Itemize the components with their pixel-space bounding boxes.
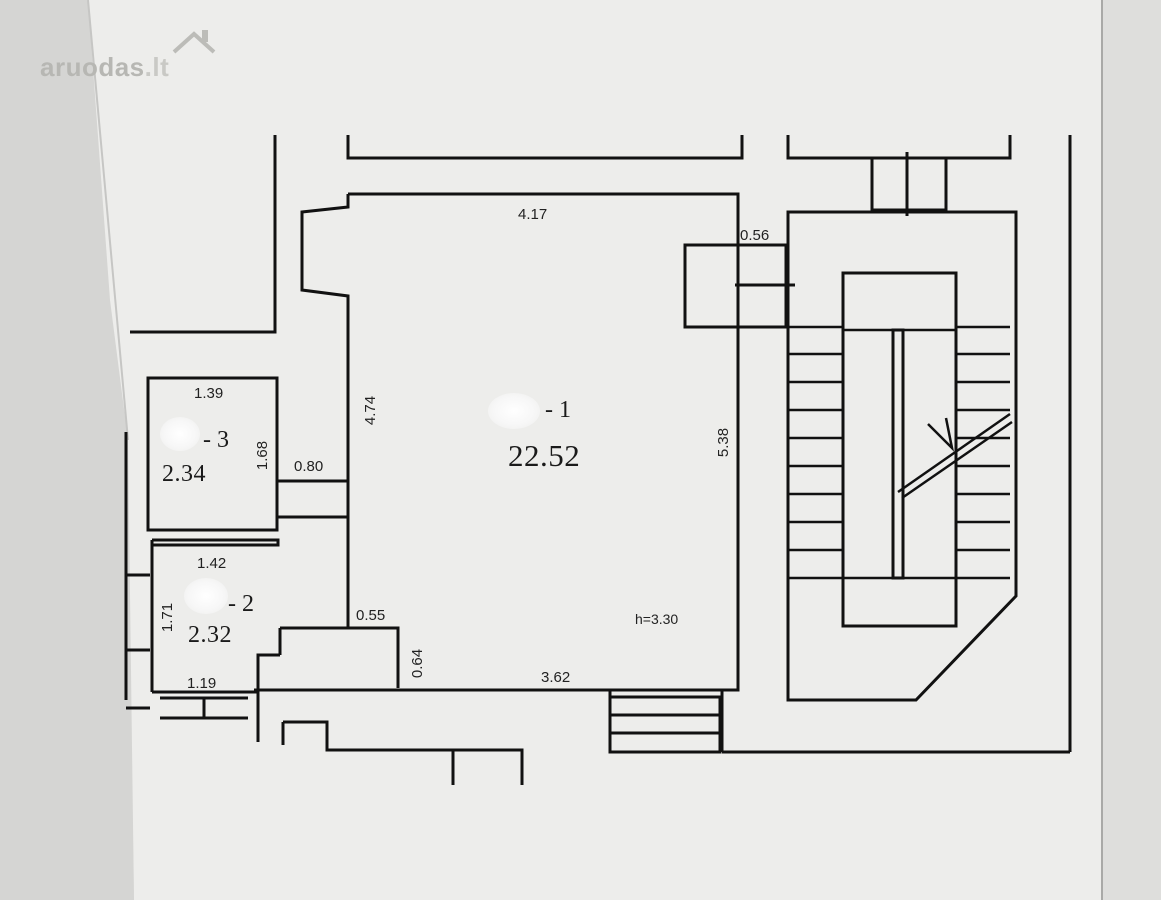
dim-passage: 0.80 bbox=[294, 458, 324, 475]
dim-main-bottom: 3.62 bbox=[541, 669, 571, 686]
dim-corner: 0.56 bbox=[740, 227, 770, 244]
paper-sheet bbox=[88, 0, 1102, 900]
dim-main-left-height: 4.74 bbox=[362, 395, 380, 426]
room-3-label: - 3 bbox=[203, 427, 229, 453]
dim-niche-width: 0.55 bbox=[356, 607, 386, 624]
room-2-label: - 2 bbox=[228, 591, 254, 617]
dim-room3-height: 1.68 bbox=[254, 440, 272, 471]
dim-main-width: 4.17 bbox=[518, 206, 548, 223]
room-1-label: - 1 bbox=[545, 397, 571, 423]
blurred-code bbox=[160, 417, 200, 451]
room-3-walls bbox=[146, 376, 279, 532]
paper-fold bbox=[0, 0, 134, 900]
dim-ceiling-height: h=3.30 bbox=[635, 611, 679, 627]
dim-room2-height: 1.71 bbox=[159, 602, 177, 633]
staircase-walls bbox=[786, 210, 1018, 702]
dim-room2-bottom: 1.19 bbox=[187, 675, 217, 692]
dim-room2-width: 1.42 bbox=[197, 555, 227, 572]
wall-top-left bbox=[346, 135, 744, 160]
dim-main-right-height: 5.38 bbox=[715, 427, 733, 458]
dim-niche-depth: 0.64 bbox=[409, 648, 427, 679]
room-2-area: 2.32 bbox=[188, 622, 232, 648]
house-icon bbox=[172, 30, 216, 54]
room-1-area: 22.52 bbox=[508, 438, 581, 473]
blurred-code bbox=[488, 393, 540, 429]
dim-room3-width: 1.39 bbox=[194, 385, 224, 402]
watermark-logo: aruodas.lt bbox=[40, 52, 169, 83]
blurred-code bbox=[184, 578, 228, 614]
watermark-text: aruodas bbox=[40, 52, 145, 82]
watermark-suffix: .lt bbox=[144, 52, 170, 82]
stair-arrow-icon bbox=[897, 412, 1013, 500]
room-3-area: 2.34 bbox=[162, 461, 206, 487]
